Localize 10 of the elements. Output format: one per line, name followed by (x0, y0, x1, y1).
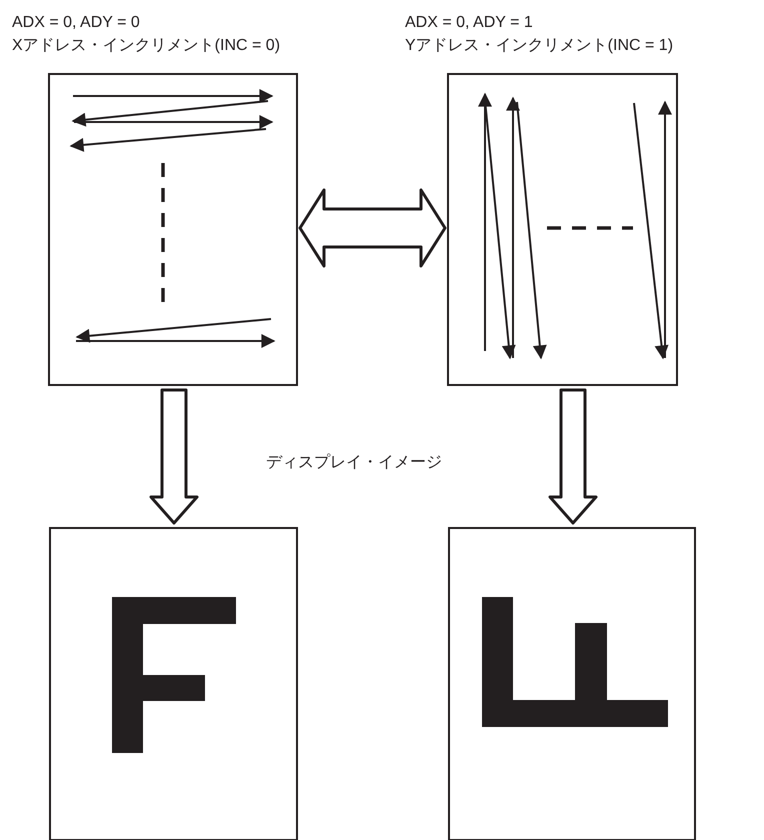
display-box (448, 527, 696, 840)
display-image-label: ディスプレイ・イメージ (266, 452, 442, 473)
increment-mode-heading: Xアドレス・インクリメント(INC = 0) (12, 36, 280, 56)
hollow-block-arrow (548, 388, 598, 524)
hollow-block-arrow (298, 188, 446, 268)
address-setting-heading: ADX = 0, ADY = 0 (12, 13, 140, 33)
address-setting-heading: ADX = 0, ADY = 1 (405, 13, 533, 33)
increment-mode-heading: Yアドレス・インクリメント(INC = 1) (405, 36, 674, 56)
hollow-block-arrow (150, 388, 198, 524)
display-box (49, 527, 298, 840)
